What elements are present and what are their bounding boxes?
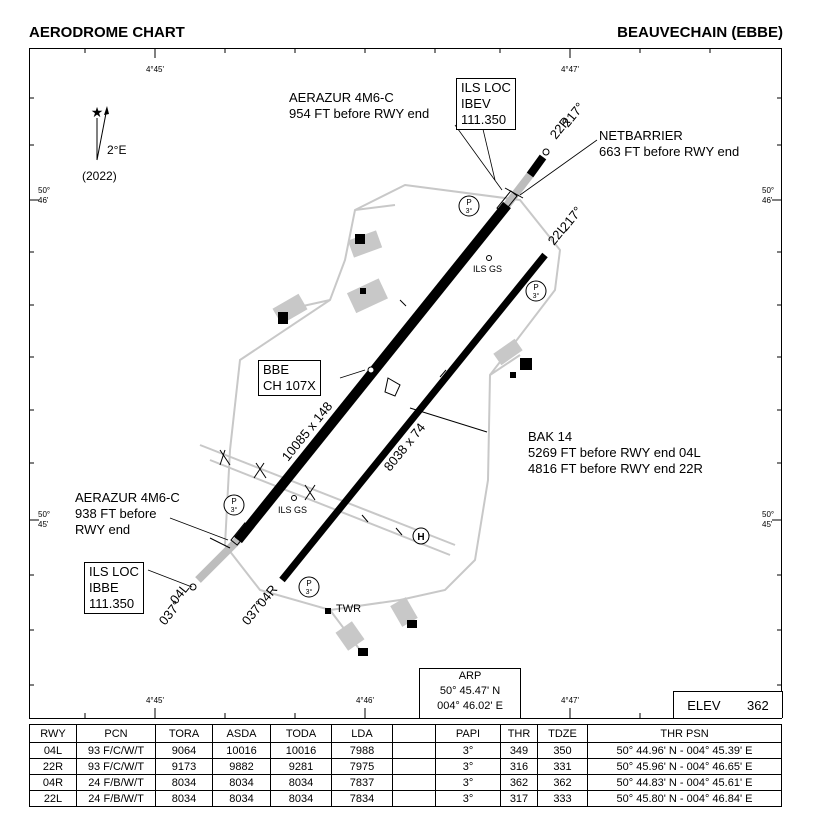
heliport-icon: H (412, 527, 430, 545)
magvar-year: (2022) (82, 169, 117, 183)
lon-label: 4°45' (146, 65, 165, 74)
svg-text:3°: 3° (466, 207, 473, 215)
lat-label: 50° (762, 510, 774, 519)
elev-label: ELEV (687, 697, 721, 713)
callout-leaders (147, 124, 598, 588)
ils-loc-north-icon (542, 148, 550, 156)
papi-icon: P 3° (223, 494, 245, 516)
arp-lat: 50° 45.47' N (439, 685, 501, 697)
ils-gs-north-label: ILS GS (473, 264, 502, 274)
col-thr: THR (500, 724, 538, 743)
airport-name: BEAUVECHAIN (EBBE) (617, 24, 783, 41)
elevation-box: ELEV 362 (673, 691, 783, 718)
ils-loc-south-box: ILS LOC IBBE 111.350 (84, 562, 144, 614)
svg-text:P: P (231, 497, 236, 506)
building (278, 312, 288, 324)
grid-labels: 4°45' 4°47' 4°45' 4°46' 4°47' 50° 46' 50… (38, 65, 774, 705)
col-asda: ASDA (212, 724, 271, 743)
lon-label: 4°47' (561, 696, 580, 705)
building (360, 288, 366, 294)
building (407, 620, 417, 628)
ils-loc-south-icon (189, 583, 197, 591)
aerazur-south-callout: AERAZUR 4M6-C 938 FT before RWY end (75, 490, 180, 537)
svg-text:P: P (466, 198, 471, 207)
grid-ticks (29, 48, 782, 718)
arp-lon: 004° 46.02' E (437, 700, 503, 712)
col-papi: PAPI (435, 724, 501, 743)
svg-text:P: P (306, 579, 311, 588)
magnetic-north-arrow-icon (104, 106, 109, 115)
col-pcn: PCN (76, 724, 156, 743)
col-rwy: RWY (29, 724, 77, 743)
lat-label: 50° (38, 510, 50, 519)
runway-04r-22l (279, 252, 548, 583)
papi-icon: P 3° (525, 280, 547, 302)
svg-text:H: H (417, 532, 424, 543)
bak14-leader (409, 407, 488, 433)
building (520, 358, 532, 370)
col-blank (392, 724, 436, 743)
col-thr-psn: THR PSN (587, 724, 782, 743)
taxiway-outline (199, 183, 562, 651)
lon-label: 4°47' (561, 65, 580, 74)
building (510, 372, 516, 378)
ils-gs-south-icon (291, 495, 297, 501)
building (358, 648, 368, 656)
svg-text:3°: 3° (533, 292, 540, 300)
building (355, 234, 365, 244)
magvar-indicator: ★ 2°E (2022) (82, 104, 126, 183)
ils-loc-north-box: ILS LOC IBEV 111.350 (456, 78, 516, 130)
col-lda: LDA (331, 724, 393, 743)
lon-label: 4°45' (146, 696, 165, 705)
arp-box: ARP 50° 45.47' N 004° 46.02' E (419, 668, 521, 718)
svg-text:3°: 3° (231, 506, 238, 514)
table-header-row: RWY PCN TORA ASDA TODA LDA PAPI THR TDZE… (29, 724, 782, 743)
twr-label: TWR (336, 603, 361, 615)
runway-22r-overrun (526, 154, 547, 178)
papi-icon: P 3° (458, 195, 480, 217)
lat-label: 50° (38, 186, 50, 195)
ils-gs-north-icon (486, 255, 492, 261)
svg-text:P: P (533, 283, 538, 292)
chart-frame (29, 48, 782, 719)
col-toda: TODA (270, 724, 332, 743)
col-tdze: TDZE (537, 724, 588, 743)
bbe-navaid-box: BBE CH 107X (258, 360, 321, 396)
true-north-star-icon: ★ (91, 104, 104, 120)
elev-value: 362 (747, 697, 769, 713)
runway-markers (219, 299, 447, 536)
lat-label: 50° (762, 186, 774, 195)
arresting-gear (209, 187, 524, 549)
vor-dme-icon (367, 366, 401, 397)
ils-gs-south-label: ILS GS (278, 505, 307, 515)
lon-label: 4°46' (356, 696, 375, 705)
lat-label: 45' (762, 520, 773, 529)
bak14-callout: BAK 14 5269 FT before RWY end 04L 4816 F… (528, 429, 703, 476)
papi-icon: P 3° (298, 576, 320, 598)
lat-label: 45' (38, 520, 49, 529)
svg-text:3°: 3° (306, 588, 313, 596)
col-tora: TORA (155, 724, 213, 743)
netbarrier-callout: NETBARRIER 663 FT before RWY end (599, 128, 740, 159)
runway-extensions (195, 172, 534, 583)
aerazur-north-callout: AERAZUR 4M6-C 954 FT before RWY end (289, 90, 430, 121)
lat-label: 46' (38, 196, 49, 205)
arp-label: ARP (458, 670, 482, 682)
runway-data-table: RWY PCN TORA ASDA TODA LDA PAPI THR TDZE… (29, 724, 782, 807)
chart-title: AERODROME CHART (29, 24, 185, 41)
lat-label: 46' (762, 196, 773, 205)
buildings (278, 234, 532, 656)
twr-building (325, 608, 331, 614)
magvar-value: 2°E (107, 143, 126, 157)
